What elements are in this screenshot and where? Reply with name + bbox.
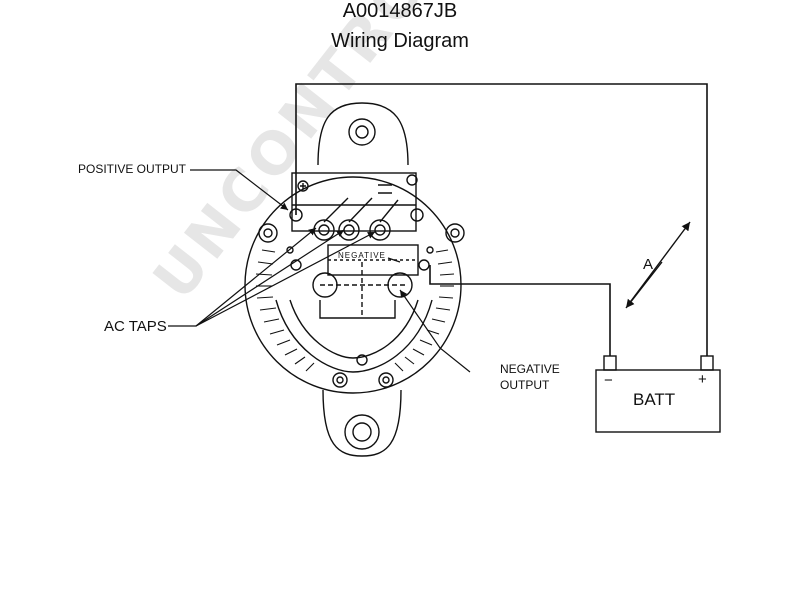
- leader-lines: [168, 169, 471, 373]
- negative-plate-leader: [387, 257, 401, 263]
- wires: [295, 83, 708, 356]
- battery-negative-sign: −: [604, 372, 613, 389]
- dimension-a-arrow: [625, 221, 691, 309]
- part-number-title: A0014867JB: [342, 0, 458, 22]
- positive-output-label: POSITIVE OUTPUT: [78, 162, 187, 176]
- dimension-a-label: A: [643, 256, 654, 273]
- alternator: [244, 102, 465, 457]
- battery-positive-sign: +: [698, 371, 707, 388]
- positive-output-leader: [190, 169, 289, 211]
- positive-wire: [295, 83, 708, 356]
- negative-output-label-line1: NEGATIVE: [500, 362, 560, 376]
- ac-taps-leader-3: [195, 231, 376, 327]
- negative-plate-label: NEGATIVE: [338, 251, 386, 260]
- battery-label: BATT: [633, 390, 676, 409]
- ac-taps-label: AC TAPS: [104, 318, 167, 335]
- battery: [595, 355, 721, 433]
- negative-output-leader: [399, 289, 471, 373]
- ac-taps-leader-2: [195, 229, 345, 327]
- negative-wire: [429, 265, 611, 356]
- diagram-title: Wiring Diagram: [331, 30, 469, 52]
- negative-output-label-line2: OUTPUT: [500, 378, 550, 392]
